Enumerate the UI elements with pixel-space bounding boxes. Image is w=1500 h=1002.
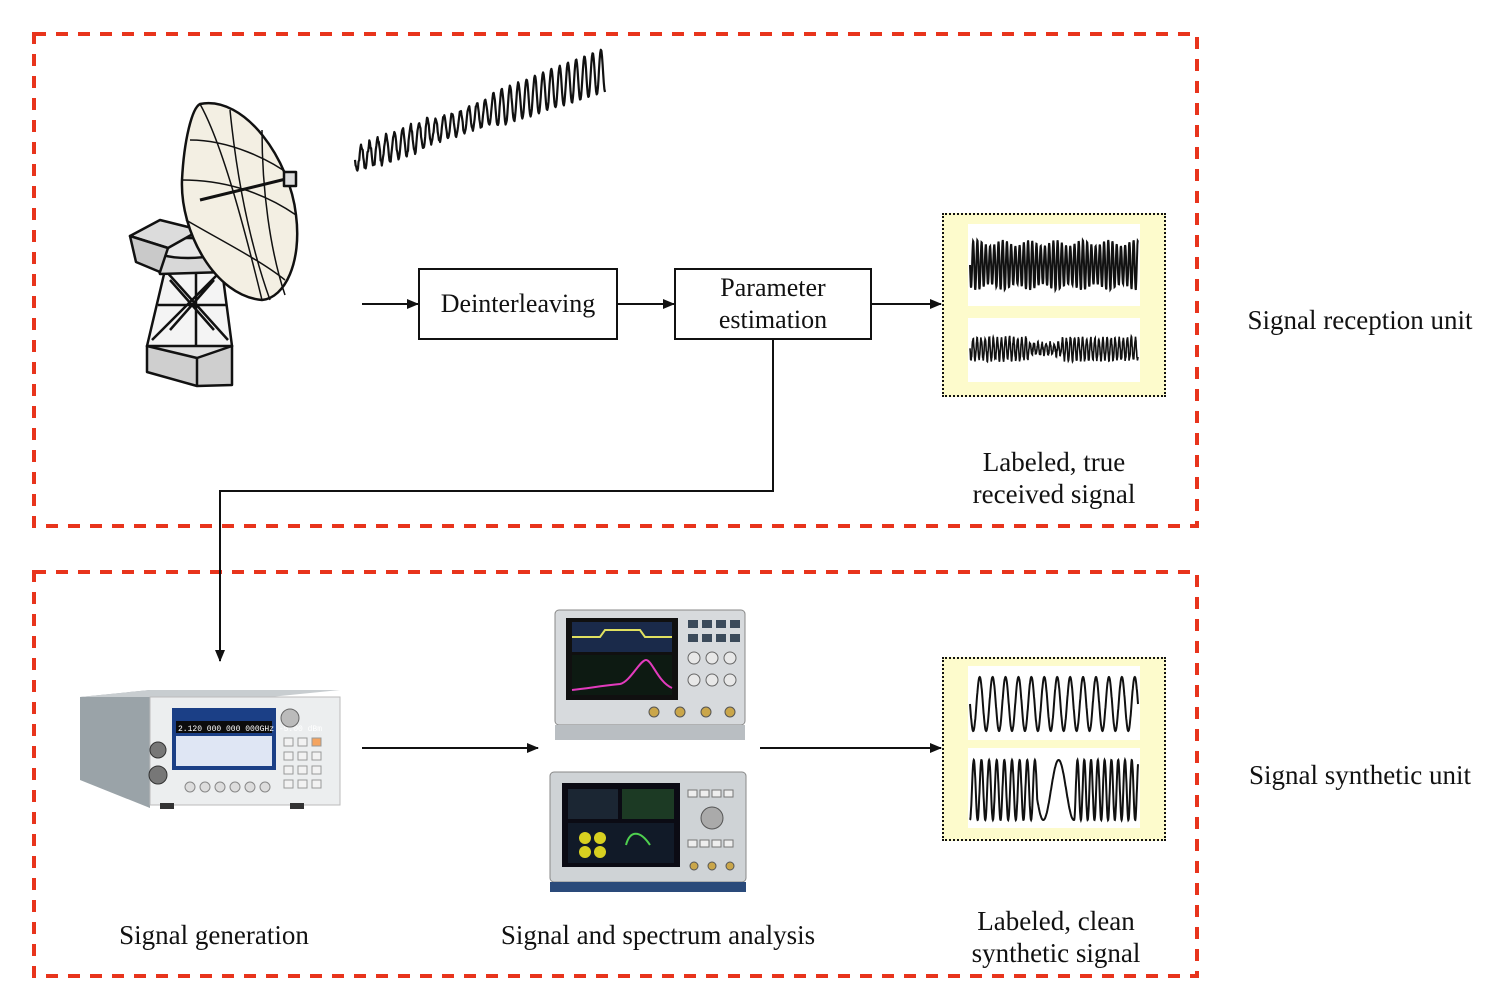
synthetic-signal-slot-2 bbox=[968, 748, 1140, 828]
signal-analysis-label: Signal and spectrum analysis bbox=[500, 920, 816, 950]
received-signal-slot-1 bbox=[968, 224, 1140, 306]
radio-dish-antenna-icon bbox=[128, 101, 299, 388]
svg-text:2.120 000 000 000GHz -5.00 dBm: 2.120 000 000 000GHz -5.00 dBm bbox=[178, 725, 322, 734]
synthetic-signal-caption-line2: synthetic signal bbox=[971, 938, 1141, 968]
received-noisy-waveform bbox=[353, 48, 607, 172]
signal-generation-label: Signal generation bbox=[119, 920, 309, 950]
deinterleaving-box: Deinterleaving bbox=[418, 268, 618, 340]
synthetic-unit-label: Signal synthetic unit bbox=[1249, 760, 1471, 790]
parameter-estimation-label-line1: Parameter bbox=[720, 273, 826, 302]
synthetic-signal-caption-line1: Labeled, clean bbox=[977, 906, 1135, 936]
received-signal-caption: Labeled, true received signal bbox=[944, 446, 1164, 510]
parameter-estimation-label-line2: estimation bbox=[718, 305, 828, 334]
deinterleaving-label: Deinterleaving bbox=[440, 289, 596, 318]
received-signal-caption-line1: Labeled, true bbox=[982, 447, 1126, 477]
spectrum-analyzer-instrument-icon bbox=[549, 771, 747, 892]
synthetic-signal-caption: Labeled, clean synthetic signal bbox=[944, 905, 1168, 969]
synthetic-signal-slot-1 bbox=[968, 666, 1140, 740]
received-signal-caption-line2: received signal bbox=[972, 479, 1136, 509]
oscilloscope-instrument-icon bbox=[554, 609, 746, 740]
arrow-estimation-to-generation bbox=[215, 340, 774, 662]
signal-generator-instrument-icon: 2.120 000 000 000GHz -5.00 dBm bbox=[80, 690, 341, 809]
received-signal-slot-2 bbox=[968, 318, 1140, 382]
reception-unit-label: Signal reception unit bbox=[1247, 305, 1473, 335]
parameter-estimation-box: Parameter estimation bbox=[674, 268, 872, 340]
